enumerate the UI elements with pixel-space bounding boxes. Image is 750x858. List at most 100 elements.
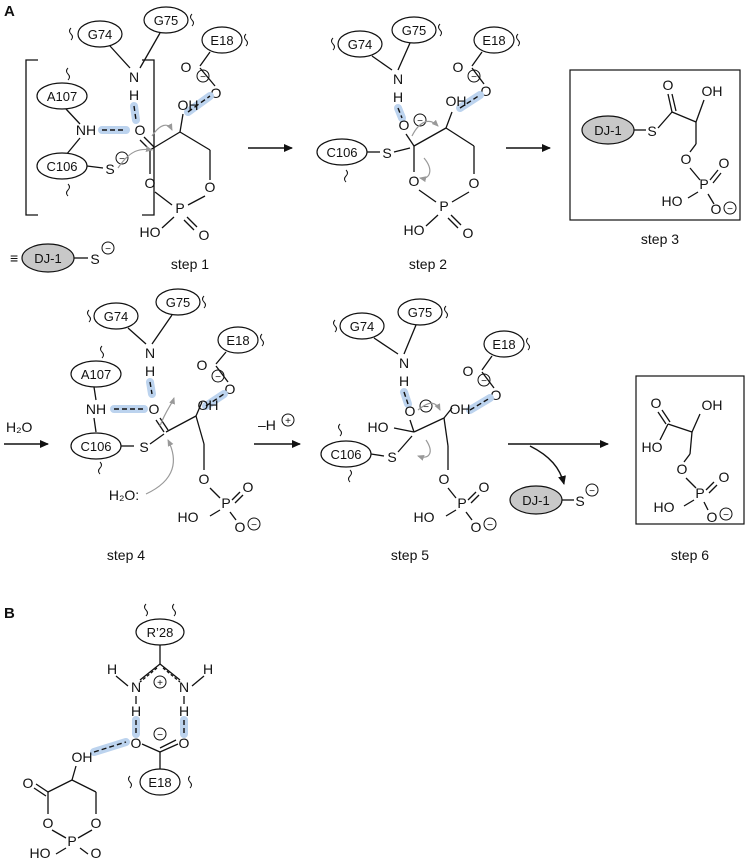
- step3-p-o2: O: [711, 201, 722, 217]
- b-lactone-oh: OH: [72, 749, 93, 765]
- step4-oh: OH: [198, 397, 219, 413]
- e18-charge: −: [200, 72, 206, 83]
- step2-s: S: [382, 145, 391, 161]
- step2-g74: G74: [348, 37, 373, 52]
- b-lactone-o-carbonyl: O: [23, 775, 34, 791]
- step2-e18-o1: O: [453, 59, 464, 75]
- r28-h-4: H: [179, 703, 189, 719]
- step6-p: P: [695, 485, 704, 501]
- step2-c106: C106: [326, 145, 357, 160]
- step-4-structure: G74 G75 N H E18 O − O A107 NH O O: [70, 288, 264, 535]
- r28-h-3: H: [131, 703, 141, 719]
- step2-ring-o1: O: [409, 173, 420, 189]
- step-3-box: [569, 69, 741, 221]
- step5-e18-charge: −: [481, 376, 487, 387]
- dj1-charge: −: [105, 244, 111, 255]
- step4-p-o1: O: [243, 479, 254, 495]
- step5-n: N: [399, 355, 409, 371]
- residue-a107: A107: [47, 89, 77, 104]
- step4-water: H₂O:: [109, 487, 139, 503]
- panel-b-structure: R’28 + N N H H H H O O − E18: [23, 603, 213, 858]
- step4-n: N: [145, 345, 155, 361]
- a107-nh: NH: [76, 122, 96, 138]
- step-2-label: step 2: [409, 256, 447, 272]
- ring-o-right: O: [205, 179, 216, 195]
- step4-a107-oval: [70, 360, 122, 388]
- step5-g75-oval: [397, 298, 443, 326]
- b-ring-o2: O: [91, 815, 102, 831]
- panel-label-a: A: [4, 3, 15, 20]
- step6-o-link: O: [677, 461, 688, 477]
- step5-p: P: [457, 495, 466, 511]
- step-4-label: step 4: [107, 547, 145, 563]
- step5-g75: G75: [408, 305, 433, 320]
- b-carboxyl-charge: −: [157, 730, 163, 741]
- r28-n-left: N: [131, 679, 141, 695]
- step4-e18-oval: [217, 326, 259, 354]
- step4-g75: G75: [166, 295, 191, 310]
- step4-nh: NH: [86, 401, 106, 417]
- step6-ho: HO: [642, 439, 663, 455]
- proton-charge: +: [285, 416, 291, 427]
- g-nh-n: N: [129, 69, 139, 85]
- step5-e18-o2: O: [491, 387, 502, 403]
- step4-ho: HO: [178, 509, 199, 525]
- step6-oh: OH: [702, 397, 723, 413]
- step-6-box: [635, 375, 745, 525]
- step5-e18-oval: [483, 330, 525, 358]
- step5-oxy-charge: −: [423, 402, 429, 413]
- step6-charge: −: [723, 510, 729, 521]
- step3-charge: −: [727, 204, 733, 215]
- b-p-o: O: [91, 845, 102, 858]
- dj1-s: S: [90, 251, 99, 267]
- ring-ho: HO: [140, 224, 161, 240]
- step2-e18-oval: [473, 26, 515, 54]
- b-carboxyl-o1: O: [131, 735, 142, 751]
- step5-oxyanion: O: [405, 403, 416, 419]
- step2-p: P: [439, 198, 448, 214]
- c106-s: S: [105, 161, 114, 177]
- step2-g75-oval: [391, 16, 437, 44]
- released-s: S: [575, 493, 584, 509]
- reagent-minus-h: –H: [258, 417, 276, 433]
- step2-h: H: [393, 89, 403, 105]
- step-3-structure: DJ-1 S O OH O P O HO O −: [581, 77, 737, 217]
- step2-e18-o2: O: [481, 83, 492, 99]
- b-ho: HO: [30, 845, 51, 858]
- residue-r28: R’28: [147, 625, 174, 640]
- step-6-structure: O HO OH O P O HO O −: [642, 395, 733, 525]
- step4-e18-o2: O: [225, 381, 236, 397]
- panel-label-b: B: [4, 605, 15, 622]
- step4-g74-oval: [93, 302, 139, 330]
- step4-o-link: O: [199, 471, 210, 487]
- step5-c106: C106: [330, 447, 361, 462]
- residue-a107-oval: [36, 82, 88, 110]
- step3-s: S: [647, 123, 656, 139]
- ring-o-left: O: [145, 175, 156, 191]
- step4-g75-oval: [155, 288, 201, 316]
- step5-p-o1: O: [479, 479, 490, 495]
- s-charge: −: [119, 154, 125, 165]
- step3-o-link: O: [681, 151, 692, 167]
- ring-o-p: O: [199, 227, 210, 243]
- released-dj1: DJ-1: [522, 493, 549, 508]
- r28-h-1: H: [107, 661, 117, 677]
- b-carboxyl-o2: O: [179, 735, 190, 751]
- dj1-label: DJ-1: [34, 251, 61, 266]
- step5-h: H: [399, 373, 409, 389]
- step5-ho-left: HO: [368, 419, 389, 435]
- step3-ho: HO: [662, 193, 683, 209]
- b-ring-o1: O: [43, 815, 54, 831]
- reagent-h2o: H₂O: [6, 419, 33, 435]
- step-5-structure: G74 G75 N H E18 O − O O − OH HO O P: [320, 298, 530, 535]
- step3-oh: OH: [702, 83, 723, 99]
- step5-p-o2: O: [471, 519, 482, 535]
- step4-charge: −: [251, 520, 257, 531]
- step2-oxyanion: O: [399, 117, 410, 133]
- step-1-structure: G74 G75 N H E18 O − O A107 NH C106: [10, 6, 248, 273]
- step2-g74-oval: [337, 30, 383, 58]
- residue-g75-oval: [143, 6, 189, 34]
- step4-g74: G74: [104, 309, 129, 324]
- step5-ho: HO: [414, 509, 435, 525]
